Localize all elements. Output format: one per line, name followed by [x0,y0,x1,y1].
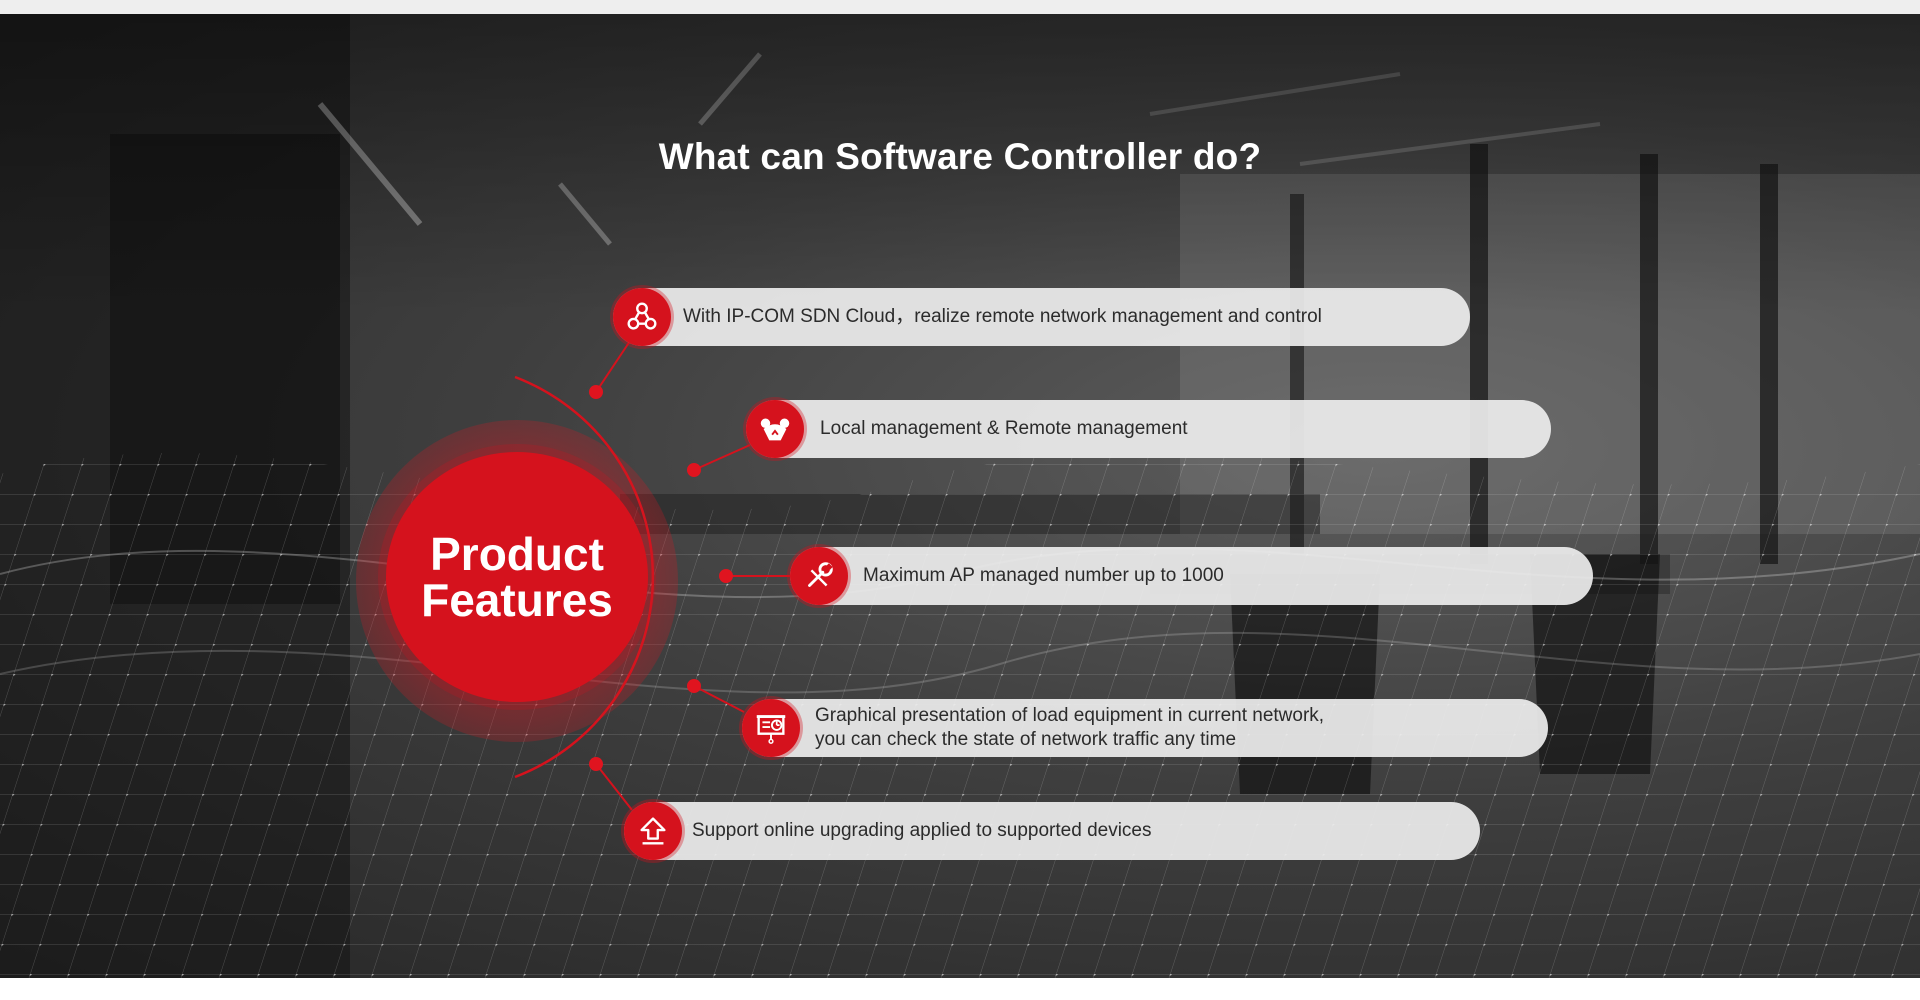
feature-text: Maximum AP managed number up to 1000 [863,565,1224,586]
feature-text-line1: Graphical presentation of load equipment… [815,705,1325,726]
wrench-icon [790,547,848,605]
bottom-strip [0,978,1920,1000]
feature-item-upgrade: Support online upgrading applied to supp… [624,802,1480,860]
hub-title-line2: Features [421,574,613,626]
feature-item-graphical: Graphical presentation of load equipment… [742,699,1548,757]
presentation-chart-icon [742,699,800,757]
hub-title-line1: Product [430,528,604,580]
upgrade-arrow-icon [624,802,682,860]
top-strip [0,0,1920,14]
product-features-hub: Product Features [386,452,648,702]
feature-text: Graphical presentation of load equipment… [815,704,1324,752]
feature-text: Local management & Remote management [820,418,1188,439]
local-remote-icon [746,400,804,458]
feature-item-local-remote: Local management & Remote management [746,400,1551,458]
feature-item-cloud: With IP-COM SDN Cloud，realize remote net… [613,288,1470,346]
page-title: What can Software Controller do? [658,136,1262,177]
feature-text-line2: you can check the state of network traff… [815,729,1237,750]
feature-text: Support online upgrading applied to supp… [692,820,1152,841]
feature-item-ap-managed: Maximum AP managed number up to 1000 [790,547,1593,605]
feature-text: With IP-COM SDN Cloud，realize remote net… [683,306,1322,327]
cloud-network-icon [613,288,671,346]
